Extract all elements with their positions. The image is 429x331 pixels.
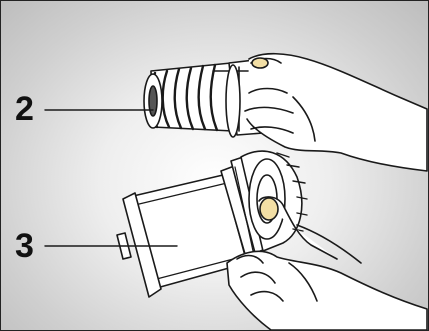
- callout-label-2: 2: [15, 92, 34, 126]
- callout-label-3: 3: [15, 229, 34, 263]
